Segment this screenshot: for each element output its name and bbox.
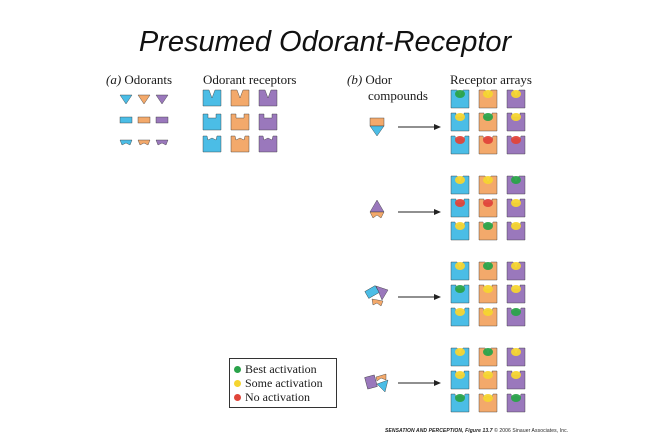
- activation-best-dot: [483, 262, 493, 270]
- activation-best-dot: [511, 394, 521, 402]
- activation-some-dot: [455, 222, 465, 230]
- activation-best-dot: [511, 176, 521, 184]
- activation-best-dot: [455, 285, 465, 293]
- odorant-notch-cyan: [119, 139, 133, 146]
- activation-some-dot: [455, 348, 465, 356]
- receptor-array-2: [450, 175, 526, 241]
- activation-some-dot: [511, 262, 521, 270]
- activation-best-dot: [511, 308, 521, 316]
- odorants-label: Odorants: [124, 72, 173, 87]
- activation-legend: Best activation Some activation No activ…: [229, 358, 337, 408]
- activation-best-dot: [483, 348, 493, 356]
- red-dot-icon: [234, 394, 241, 401]
- receptor-arrays: [450, 89, 526, 413]
- credit-book: SENSATION AND PERCEPTION,: [385, 428, 464, 434]
- panel-a-header: (a) Odorants: [106, 72, 172, 88]
- activation-some-dot: [483, 394, 493, 402]
- activation-best-dot: [455, 90, 465, 98]
- green-dot-icon: [234, 366, 241, 373]
- receptor-bump-cyan: [202, 135, 222, 153]
- activation-best-dot: [483, 222, 493, 230]
- activation-best-dot: [483, 113, 493, 121]
- compound-3-purple-part: [375, 285, 389, 301]
- receptor-vnotch-orange: [230, 89, 250, 107]
- receptor-squarenotch-orange: [230, 113, 250, 131]
- receptors-label: Odorant receptors: [203, 72, 297, 87]
- activation-some-dot: [511, 348, 521, 356]
- odor-compound-2: [369, 199, 385, 219]
- receptor-arrays-label: Receptor arrays: [450, 72, 532, 87]
- legend-row-none: No activation: [234, 390, 336, 404]
- compound-1-orange-part: [369, 117, 385, 127]
- activation-some-dot: [455, 308, 465, 316]
- compound-2-purple-part: [369, 199, 385, 213]
- compound-4-cyan-part: [376, 379, 389, 393]
- odor-compound-1: [369, 117, 385, 137]
- panel-b-letter: (b): [347, 72, 363, 87]
- activation-some-dot: [483, 371, 493, 379]
- receptor-bump-orange: [230, 135, 250, 153]
- activation-some-dot: [455, 262, 465, 270]
- panel-a-letter: (a): [106, 72, 122, 87]
- activation-none-dot: [455, 136, 465, 144]
- odor-compound-4: [364, 373, 389, 393]
- compound-4-orange-part: [375, 373, 387, 382]
- activation-some-dot: [455, 176, 465, 184]
- panel-b-header: (b) Odor: [347, 72, 392, 88]
- odor-compounds-line2: compounds: [368, 88, 428, 103]
- yellow-dot-icon: [234, 380, 241, 387]
- receptor-vnotch-cyan: [202, 89, 222, 107]
- activation-some-dot: [455, 113, 465, 121]
- activation-some-dot: [455, 371, 465, 379]
- odor-compound-3: [364, 285, 389, 307]
- figure-credit: SENSATION AND PERCEPTION, Figure 13.7 © …: [385, 428, 568, 434]
- activation-some-dot: [511, 222, 521, 230]
- activation-some-dot: [511, 113, 521, 121]
- compound-4-purple-part: [364, 374, 378, 390]
- activation-best-dot: [455, 394, 465, 402]
- activation-none-dot: [511, 136, 521, 144]
- odorant-rect-purple: [155, 116, 169, 124]
- odorant-triangle-purple: [155, 94, 169, 105]
- receptor-array-3: [450, 261, 526, 327]
- activation-some-dot: [483, 308, 493, 316]
- receptor-bump-purple: [258, 135, 278, 153]
- activation-some-dot: [511, 90, 521, 98]
- odorant-notch-purple: [155, 139, 169, 146]
- activation-none-dot: [455, 199, 465, 207]
- odorant-rect-orange: [137, 116, 151, 124]
- credit-copyright: © 2006 Sinauer Associates, Inc.: [494, 428, 569, 434]
- activation-none-dot: [483, 136, 493, 144]
- receptor-array-4: [450, 347, 526, 413]
- legend-some-label: Some activation: [245, 376, 323, 390]
- receptor-squarenotch-purple: [258, 113, 278, 131]
- receptor-array-1: [450, 89, 526, 155]
- legend-best-label: Best activation: [245, 362, 317, 376]
- receptor-vnotch-purple: [258, 89, 278, 107]
- activation-some-dot: [511, 371, 521, 379]
- activation-some-dot: [483, 285, 493, 293]
- odorant-notch-orange: [137, 139, 151, 146]
- credit-figure: Figure 13.7: [465, 428, 493, 434]
- slide-title: Presumed Odorant-Receptor: [138, 26, 512, 58]
- compound-1-cyan-part: [369, 125, 385, 137]
- compound-3-orange-part: [371, 298, 384, 307]
- legend-none-label: No activation: [245, 390, 310, 404]
- activation-some-dot: [483, 90, 493, 98]
- legend-row-best: Best activation: [234, 362, 336, 376]
- receptor-squarenotch-cyan: [202, 113, 222, 131]
- activation-some-dot: [511, 199, 521, 207]
- compound-2-orange-part: [369, 211, 385, 219]
- odorant-rect-cyan: [119, 116, 133, 124]
- odorant-triangle-orange: [137, 94, 151, 105]
- odorant-triangle-cyan: [119, 94, 133, 105]
- compound-3-cyan-part: [364, 285, 380, 299]
- odor-compounds-line1: Odor: [365, 72, 393, 87]
- legend-row-some: Some activation: [234, 376, 336, 390]
- activation-some-dot: [511, 285, 521, 293]
- activation-some-dot: [483, 176, 493, 184]
- activation-none-dot: [483, 199, 493, 207]
